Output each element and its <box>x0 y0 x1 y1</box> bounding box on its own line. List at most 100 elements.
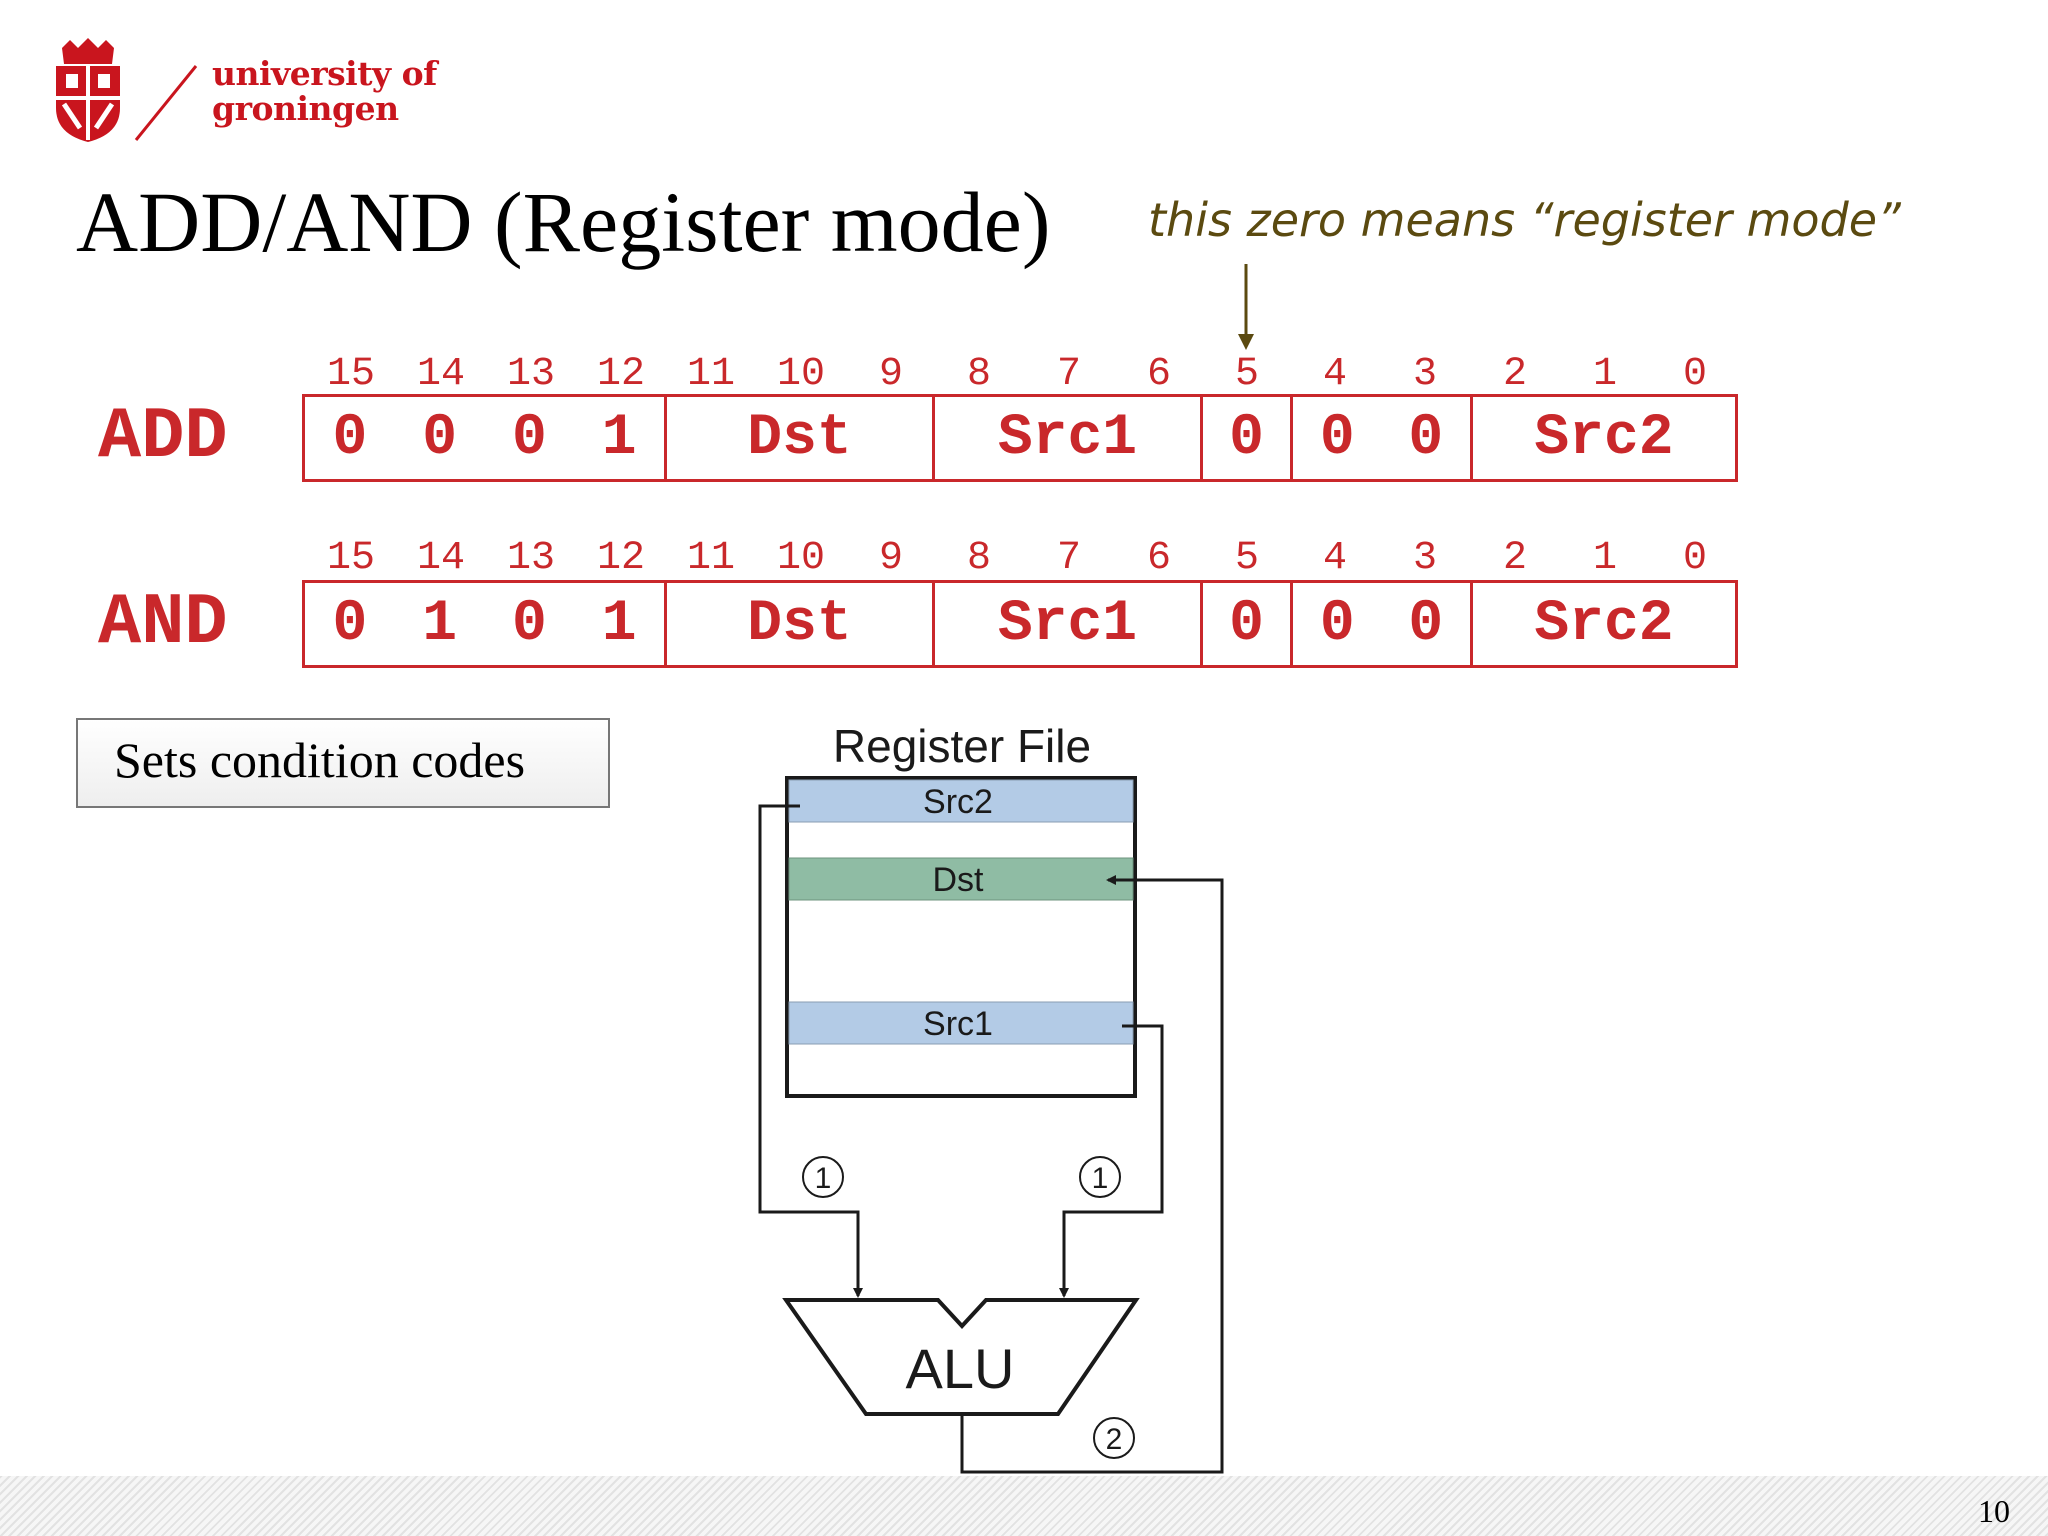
src2-register <box>788 779 1134 823</box>
bit-number: 13 <box>506 536 555 581</box>
dst-field: Dst <box>667 583 935 665</box>
bit-number: 15 <box>326 536 375 581</box>
bit-number: 2 <box>1502 352 1527 397</box>
opcode-bit: 0 <box>332 591 368 657</box>
src1-to-alu-wire <box>1059 1024 1164 1298</box>
bit-number: 1 <box>1592 352 1617 397</box>
src2-label: Src2 <box>1534 405 1674 471</box>
src2-field: Src2 <box>1473 397 1735 479</box>
logo-line-2: groningen <box>212 89 399 128</box>
bit-number: 8 <box>966 536 991 581</box>
bit-number: 9 <box>878 536 903 581</box>
step-marker-output <box>1093 1417 1135 1459</box>
dst-register <box>788 857 1134 901</box>
condition-codes-note: Sets condition codes <box>76 718 610 808</box>
dst-field: Dst <box>667 397 935 479</box>
src2-field: Src2 <box>1473 583 1735 665</box>
bit-number: 6 <box>1146 536 1171 581</box>
unused-bit: 0 <box>1408 591 1444 657</box>
logo-divider-slash <box>134 65 198 141</box>
bit-number: 15 <box>326 352 375 397</box>
instruction-encoding-and: 0 1 0 1 Dst Src1 0 0 0 Src2 <box>302 580 1738 668</box>
unused-bit: 0 <box>1319 591 1355 657</box>
page-number: 10 <box>1978 1493 2010 1529</box>
bit-number: 5 <box>1234 536 1259 581</box>
logo-line-1: university of <box>212 54 437 93</box>
bit-number: 13 <box>506 352 555 397</box>
alu-shape <box>782 1298 1140 1416</box>
register-mode-annotation: this zero means “register mode” <box>1148 193 1901 247</box>
src1-field: Src1 <box>935 583 1203 665</box>
bit-number: 11 <box>686 352 735 397</box>
opcode-bit: 0 <box>332 405 368 471</box>
bit-number: 6 <box>1146 352 1171 397</box>
instruction-name-and: AND <box>98 582 228 664</box>
bit-number: 3 <box>1412 536 1437 581</box>
bit-number: 14 <box>416 352 465 397</box>
opcode-bit: 1 <box>601 591 637 657</box>
bit-number: 11 <box>686 536 735 581</box>
opcode-field: 0 1 0 1 <box>305 583 667 665</box>
src1-register <box>788 1001 1134 1045</box>
slide-title: ADD/AND (Register mode) <box>76 174 1051 270</box>
instruction-name-add: ADD <box>98 396 228 478</box>
bit-number: 0 <box>1682 536 1707 581</box>
dst-label: Dst <box>747 591 852 657</box>
annotation-arrow <box>1238 264 1254 350</box>
opcode-field: 0 0 0 1 <box>305 397 667 479</box>
unused-bits-field: 0 0 <box>1293 583 1473 665</box>
unused-bits-field: 0 0 <box>1293 397 1473 479</box>
alu-to-dst-wire <box>960 875 1224 1474</box>
bit-number: 1 <box>1592 536 1617 581</box>
step-label-output: 2 <box>1106 1423 1123 1456</box>
opcode-bit: 1 <box>601 405 637 471</box>
bit-number-row-and: 15 14 13 12 11 10 9 8 7 6 5 4 3 2 1 0 <box>0 536 2048 582</box>
src1-register-label: Src1 <box>923 1005 993 1043</box>
university-crest-icon <box>56 38 120 142</box>
bit-number: 12 <box>596 536 645 581</box>
bit-number: 0 <box>1682 352 1707 397</box>
dst-label: Dst <box>747 405 852 471</box>
step-label-right: 1 <box>1092 1162 1109 1195</box>
bit-number: 12 <box>596 352 645 397</box>
opcode-bit: 0 <box>511 405 547 471</box>
step-marker-left <box>802 1156 844 1198</box>
register-file-title: Register File <box>833 720 1091 772</box>
bit-number: 3 <box>1412 352 1437 397</box>
src2-register-label: Src2 <box>923 783 993 821</box>
footer-band <box>0 1476 2048 1536</box>
bit-number: 4 <box>1322 536 1347 581</box>
bit-number: 14 <box>416 536 465 581</box>
src1-label: Src1 <box>997 591 1138 657</box>
unused-bit: 0 <box>1408 405 1444 471</box>
register-file-alu-diagram: Register File Src2 Dst Src1 ALU 1 1 2 <box>758 720 1224 1474</box>
mode-bit: 0 <box>1229 591 1264 657</box>
src1-field: Src1 <box>935 397 1203 479</box>
src2-to-alu-wire <box>758 804 863 1298</box>
bit-number-row-add: 15 14 13 12 11 10 9 8 7 6 5 4 3 2 1 0 <box>0 352 2048 398</box>
bit-number: 8 <box>966 352 991 397</box>
bit-number: 10 <box>776 536 825 581</box>
bit-number: 5 <box>1234 352 1259 397</box>
university-logo-text: university of groningen <box>212 56 437 126</box>
instruction-encoding-add: 0 0 0 1 Dst Src1 0 0 0 Src2 <box>302 394 1738 482</box>
unused-bit: 0 <box>1319 405 1355 471</box>
opcode-bit: 0 <box>422 405 458 471</box>
step-marker-right <box>1079 1156 1121 1198</box>
src1-label: Src1 <box>997 405 1138 471</box>
dst-register-label: Dst <box>933 861 985 899</box>
mode-bit: 0 <box>1229 405 1264 471</box>
bit-number: 9 <box>878 352 903 397</box>
bit-number: 2 <box>1502 536 1527 581</box>
bit-number: 7 <box>1056 536 1081 581</box>
register-file-box <box>785 776 1137 1098</box>
alu-label: ALU <box>906 1337 1015 1400</box>
step-label-left: 1 <box>815 1162 832 1195</box>
bit-number: 4 <box>1322 352 1347 397</box>
opcode-bit: 1 <box>422 591 458 657</box>
mode-bit-field: 0 <box>1203 583 1293 665</box>
src2-label: Src2 <box>1534 591 1674 657</box>
bit-number: 10 <box>776 352 825 397</box>
bit-number: 7 <box>1056 352 1081 397</box>
mode-bit-field: 0 <box>1203 397 1293 479</box>
